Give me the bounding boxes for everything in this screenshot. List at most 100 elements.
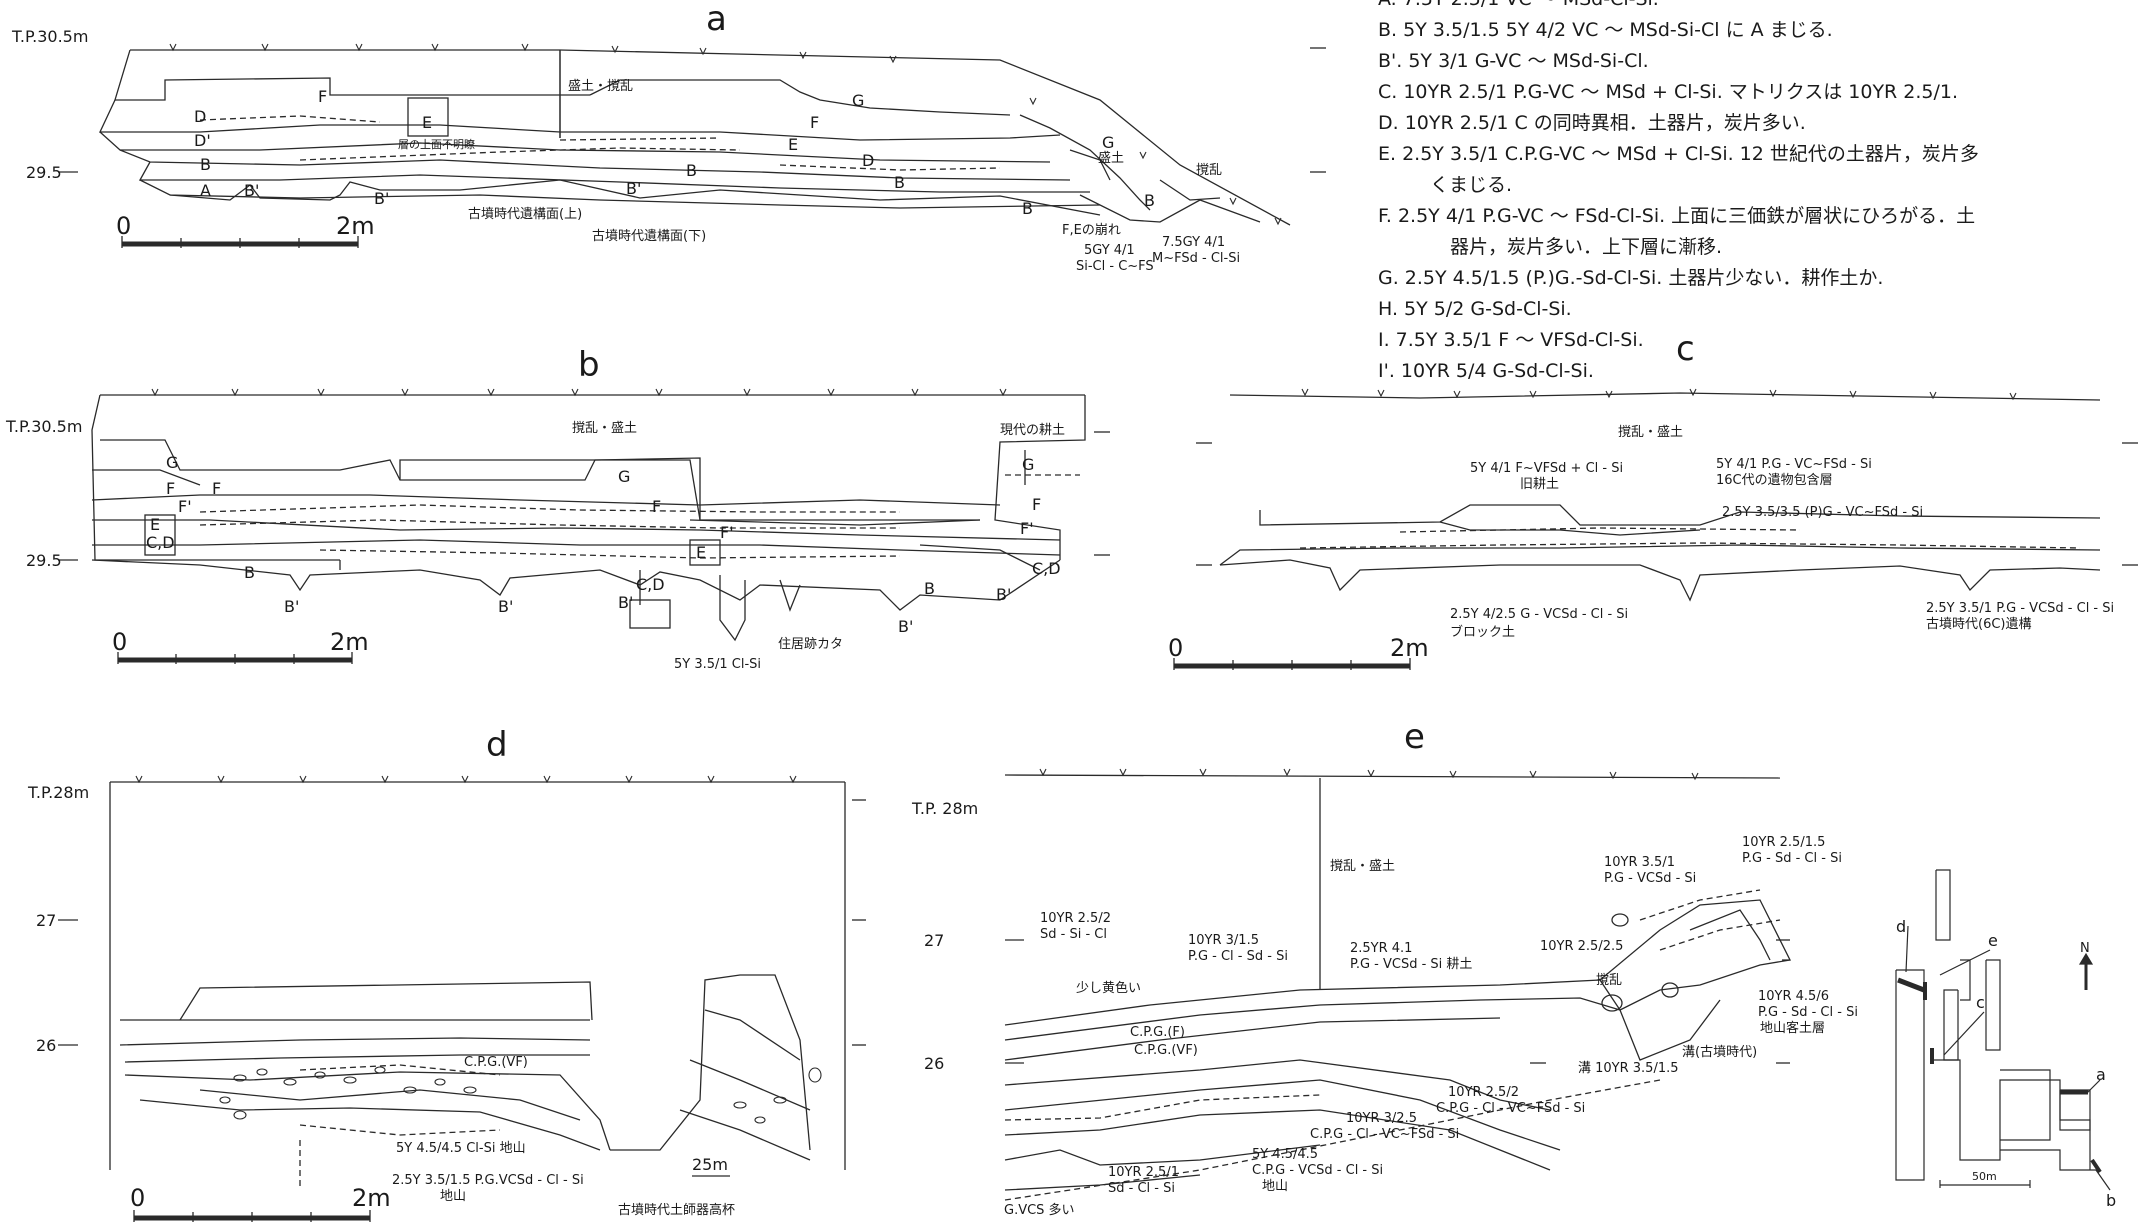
soil-legend: A. 7.5Y 2.5/1 VC ～ MSd-Cl-Si. B. 5Y 3.5/…: [1378, 0, 2138, 387]
section-d-scale-2: 2m: [352, 1184, 391, 1212]
section-a-note-kakuran: 撹乱: [1196, 163, 1222, 178]
section-a-layer: D': [194, 131, 211, 150]
section-d: [58, 775, 866, 1222]
section-c-note-l25: 2.5Y 3.5/3.5 (P)G - VC~FSd - Si: [1722, 505, 1923, 520]
site-map-label-c: c: [1976, 993, 1985, 1012]
legend-row-e: E. 2.5Y 3.5/1 C.P.G-VC ～ MSd + Cl-Si. 12…: [1378, 143, 1979, 165]
section-d-tp-top: T.P.28m: [27, 783, 89, 802]
section-e-tp-26: 26: [924, 1054, 944, 1073]
section-e-note-l1a: 10YR 2.5/2: [1040, 911, 1111, 926]
section-c-note-blk1: 2.5Y 4/2.5 G - VCSd - Cl - Si: [1450, 607, 1628, 622]
section-b-layer: B': [618, 593, 633, 612]
section-a-note-gy75: 7.5GY 4/1: [1162, 235, 1225, 250]
section-c: [1173, 388, 2138, 670]
section-a-note-gmori: 盛土: [1098, 151, 1124, 166]
section-a-layer: B': [374, 189, 389, 208]
section-b-layer: B': [498, 597, 513, 616]
section-a-note-gy75b: M~FSd - Cl-Si: [1152, 251, 1240, 266]
section-b-layer: F: [652, 497, 661, 516]
section-b-layer: F': [720, 523, 734, 542]
section-a-layer: B: [200, 155, 211, 174]
section-d-note-ji2b: 地山: [440, 1189, 466, 1204]
legend-row-i: I. 7.5Y 3.5/1 F ～ VFSd-Cl-Si.: [1378, 329, 1644, 351]
section-e-note-gvcs: G.VCS 多い: [1004, 1202, 1075, 1218]
section-a-note-gy5: 5GY 4/1: [1084, 243, 1135, 258]
section-a-scale-2: 2m: [336, 212, 375, 240]
section-e-tp-27: 27: [924, 931, 944, 950]
section-b-layer: B': [996, 585, 1011, 604]
legend-row-h: H. 5Y 5/2 G-Sd-Cl-Si.: [1378, 298, 1572, 320]
legend-row-e-cont: くまじる.: [1430, 174, 1513, 196]
section-e-title: e: [1404, 717, 1425, 757]
section-b-tp-mid: 29.5: [26, 551, 62, 570]
section-c-note-old2: 旧耕土: [1520, 476, 1559, 492]
section-e-note-l10a: 5Y 4.5/4.5: [1252, 1147, 1318, 1162]
section-e-note-l3a: 2.5YR 4.1: [1350, 941, 1412, 956]
section-b-layer: G: [1022, 455, 1034, 474]
section-c-note-blk2: ブロック土: [1450, 624, 1515, 640]
section-a-layer: E: [788, 135, 798, 154]
section-a-layer: D: [194, 107, 206, 126]
section-a-scale-0: 0: [116, 212, 131, 240]
section-b-title: b: [578, 345, 600, 385]
section-e-note-l3b: P.G - VCSd - Si 耕土: [1350, 956, 1472, 972]
legend-row-f-cont: 器片，炭片多い．上下層に漸移.: [1450, 236, 1723, 258]
section-d-note-cpg: C.P.G.(VF): [464, 1055, 528, 1070]
section-a-note-upper: 古墳時代遺構面(上): [468, 207, 582, 222]
section-d-note-scale25: 25m: [692, 1155, 728, 1174]
section-e-note-cpgvf: C.P.G.(VF): [1134, 1043, 1198, 1058]
section-b-layer: F: [166, 479, 175, 498]
section-e-note-l7c: 地山客土層: [1760, 1020, 1825, 1036]
section-a-layer: B: [1144, 191, 1155, 210]
section-a: [58, 43, 1326, 248]
north-arrow-label: N: [2080, 941, 2090, 956]
section-b-layer: E: [696, 543, 706, 562]
section-b-scale-2: 2m: [330, 628, 369, 656]
section-e-note-l4a: 10YR 3.5/1: [1604, 855, 1675, 870]
legend-row-b-prime: B'. 5Y 3/1 G-VC ～ MSd-Si-Cl.: [1378, 50, 1649, 72]
section-a-tp-mid: 29.5: [26, 163, 62, 182]
section-e-note-l4b: P.G - VCSd - Si: [1604, 871, 1696, 886]
legend-row-i-prime: I'. 10YR 5/4 G-Sd-Cl-Si.: [1378, 360, 1594, 382]
section-a-layer: B: [894, 173, 905, 192]
section-e-note-kakuran: 撹乱・盛土: [1330, 859, 1395, 874]
section-a-layer: B': [244, 181, 259, 200]
section-c-scale-0: 0: [1168, 634, 1183, 662]
section-a-note-morido: 盛土・撹乱: [568, 79, 633, 94]
section-c-note-kakuran: 撹乱・盛土: [1618, 425, 1683, 440]
section-d-tp-27: 27: [36, 911, 56, 930]
section-e-note-yellow: 少し黄色い: [1076, 980, 1141, 996]
section-a-layer: F: [810, 113, 819, 132]
section-b-layer: C,D: [146, 533, 175, 552]
section-e-note-l9b: C.P.G - Cl - VC~FSd - Si: [1310, 1127, 1459, 1142]
section-e-note-mizo1: 溝 10YR 3.5/1.5: [1578, 1061, 1679, 1076]
section-a-tp-top: T.P.30.5m: [11, 27, 88, 46]
section-c-scale-2: 2m: [1390, 634, 1429, 662]
section-e-note-mizo2: 溝(古墳時代): [1682, 1045, 1757, 1060]
section-a-note-gy5b: Si-Cl - C~FS: [1076, 259, 1154, 274]
section-b-layer: F': [1020, 519, 1034, 538]
section-e-note-l10c: 地山: [1262, 1179, 1288, 1194]
section-d-note-ji1: 5Y 4.5/4.5 Cl-Si 地山: [396, 1141, 526, 1156]
section-b-layer: F: [212, 479, 221, 498]
section-b-layer: E: [150, 515, 160, 534]
section-b-layer: B': [898, 617, 913, 636]
section-d-title: d: [486, 725, 508, 765]
section-e-note-l5b: P.G - Sd - Cl - Si: [1742, 851, 1842, 866]
section-b-note-modern: 現代の耕土: [1000, 422, 1065, 438]
section-c-note-kofun1: 2.5Y 3.5/1 P.G - VCSd - Cl - Si: [1926, 601, 2114, 616]
section-c-note-old1: 5Y 4/1 F~VFSd + Cl - Si: [1470, 461, 1623, 476]
site-map-scale-label: 50m: [1972, 1170, 1997, 1183]
section-e-tp-top: T.P. 28m: [911, 799, 978, 818]
section-e-note-l1b: Sd - Si - Cl: [1040, 927, 1107, 942]
section-a-layer: B: [686, 161, 697, 180]
section-e: [1004, 768, 1792, 1201]
legend-row-d: D. 10YR 2.5/1 C の同時異相．土器片，炭片多い.: [1378, 112, 1806, 134]
section-c-note-l16b: 16C代の遺物包含層: [1716, 472, 1833, 488]
section-e-note-l6: 10YR 2.5/2.5: [1540, 939, 1623, 954]
legend-row-a: A. 7.5Y 2.5/1 VC ～ MSd-Cl-Si.: [1378, 0, 2138, 15]
section-b-note-dwelling: 住居跡カタ: [778, 636, 843, 652]
legend-row-f: F. 2.5Y 4/1 P.G-VC ～ FSd-Cl-Si. 上面に三価鉄が層…: [1378, 205, 1976, 227]
section-e-note-cpgf: C.P.G.(F): [1130, 1025, 1185, 1040]
section-a-layer: F: [318, 87, 327, 106]
